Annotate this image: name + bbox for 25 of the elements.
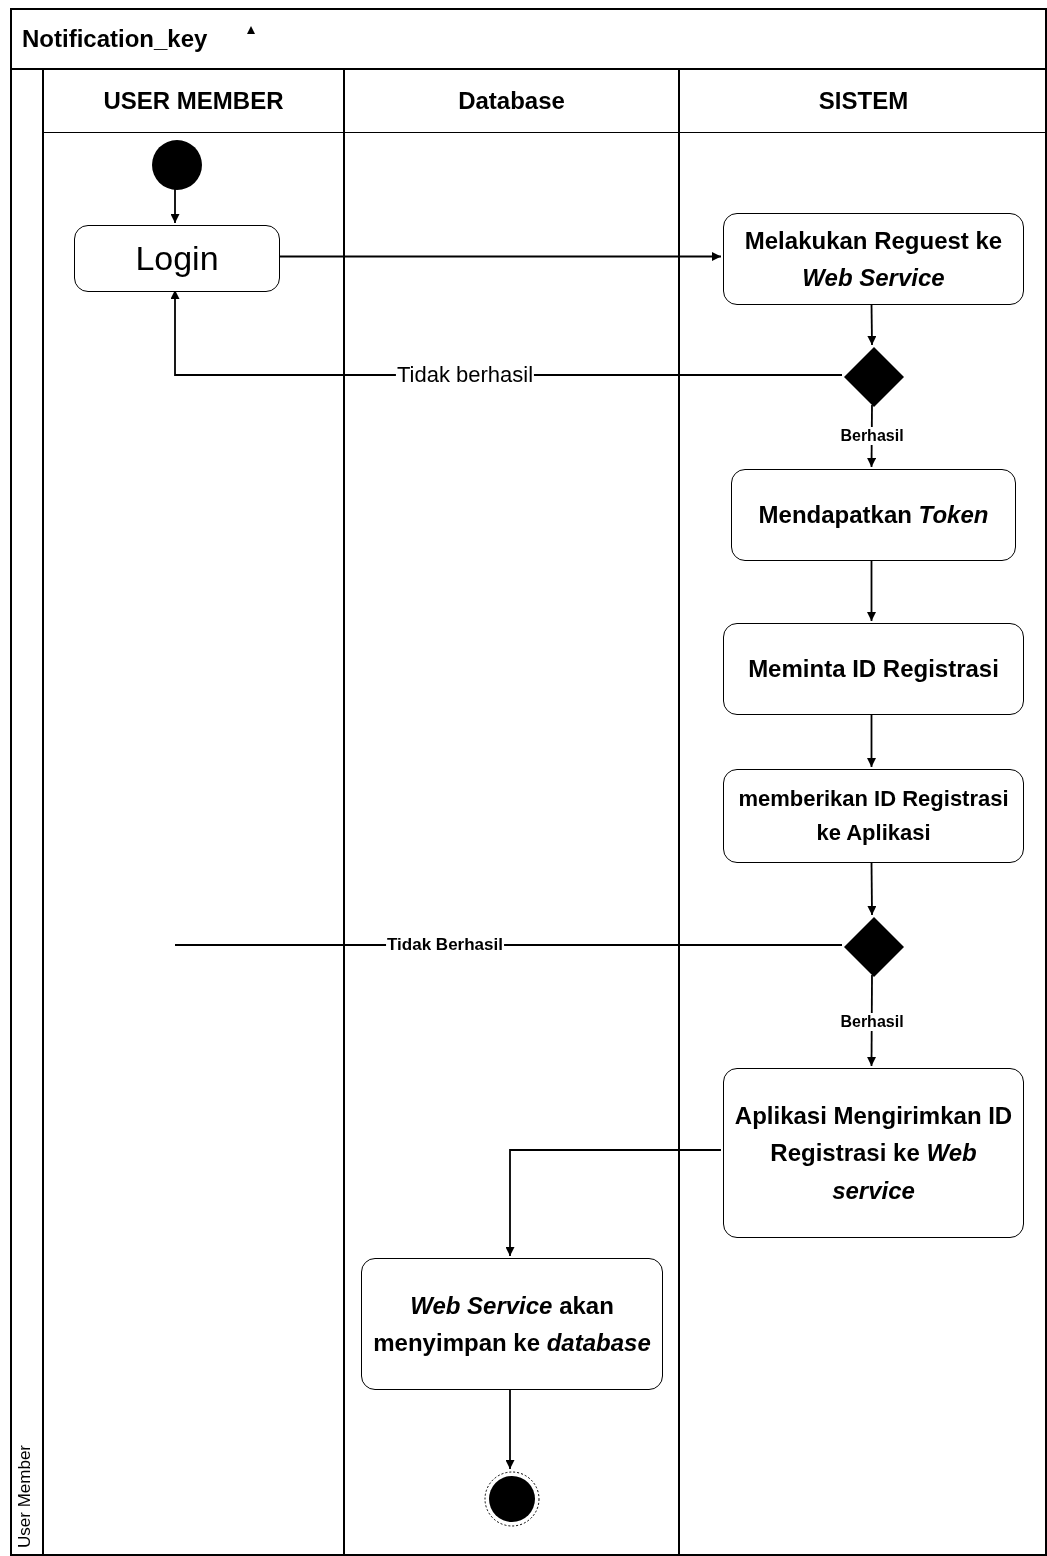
swimlane (345, 70, 680, 1556)
arrow (867, 712, 876, 768)
arrow (867, 302, 877, 346)
activity-box: Meminta ID Registrasi (723, 623, 1024, 715)
activity-box: Aplikasi Mengirimkan ID Registrasi ke Web service (723, 1068, 1024, 1238)
activity-box: Melakukan Reguest ke Web Service (723, 213, 1024, 305)
lane-title: SISTEM (818, 87, 909, 115)
edge-label: Berhasil (839, 427, 905, 445)
pool-title: Notification_key (22, 25, 208, 53)
lane-title: USER MEMBER (103, 87, 284, 115)
arrow (277, 252, 722, 261)
edge-label: Berhasil (839, 1013, 905, 1031)
swimlane (44, 70, 345, 1556)
activity-box: memberikan ID Registrasi ke Aplikasi (723, 769, 1024, 863)
lane-title: Database (458, 87, 565, 115)
arrow (505, 1387, 515, 1470)
arrow (170, 187, 180, 224)
activity-box: Web Service akan menyimpan ke database (361, 1258, 663, 1390)
pool-frame (10, 8, 1047, 1556)
arrow (867, 860, 877, 916)
arrow (867, 558, 876, 622)
activity-box: Mendapatkan Token (731, 469, 1016, 561)
activity-box: Login (74, 225, 280, 292)
pool-label: User Member (15, 1445, 35, 1548)
arrow (505, 1149, 722, 1257)
